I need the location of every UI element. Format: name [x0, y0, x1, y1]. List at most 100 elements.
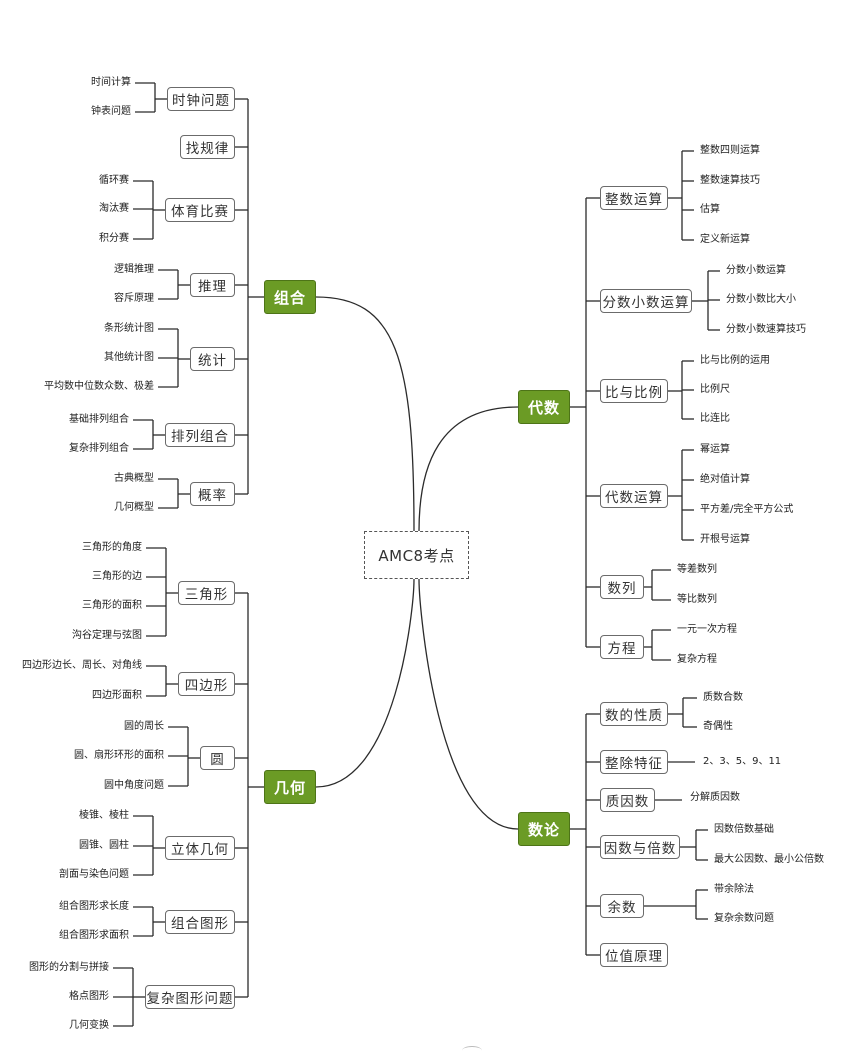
subtopic-leaf: 四边形边长、周长、对角线 [22, 660, 142, 671]
topic-node-number-theory-1: 整除特征 [600, 750, 668, 774]
topic-label: 分数小数运算 [602, 295, 690, 311]
subtopic-leaf: 等比数列 [677, 594, 717, 605]
subtopic-leaf: 组合图形求面积 [59, 930, 129, 941]
branch-label: 数论 [527, 820, 560, 839]
topic-node-combinatorics-1: 找规律 [180, 135, 235, 159]
topic-node-algebra-4: 数列 [600, 575, 644, 599]
topic-node-number-theory-4: 余数 [600, 894, 644, 918]
subtopic-leaf: 几何变换 [69, 1020, 109, 1031]
topic-node-number-theory-2: 质因数 [600, 788, 655, 812]
branch-node-algebra: 代数 [518, 390, 570, 424]
topic-label: 圆 [210, 752, 225, 768]
subtopic-leaf: 四边形面积 [92, 690, 142, 701]
subtopic-leaf: 比与比例的运用 [700, 355, 770, 366]
topic-node-combinatorics-2: 体育比赛 [165, 198, 235, 222]
topic-node-geometry-1: 四边形 [178, 672, 235, 696]
subtopic-leaf: 图形的分割与拼接 [29, 962, 109, 973]
subtopic-leaf: 棱锥、棱柱 [79, 810, 129, 821]
topic-node-algebra-1: 分数小数运算 [600, 289, 692, 313]
branch-node-combinatorics: 组合 [264, 280, 316, 314]
topic-label: 体育比赛 [171, 204, 229, 220]
subtopic-leaf: 奇偶性 [703, 721, 733, 732]
topic-node-geometry-4: 组合图形 [165, 910, 235, 934]
topic-label: 代数运算 [605, 490, 663, 506]
topic-label: 余数 [607, 900, 637, 916]
subtopic-leaf: 定义新运算 [700, 234, 750, 245]
curve-center-number-theory [418, 578, 519, 830]
topic-node-geometry-2: 圆 [200, 746, 235, 770]
subtopic-leaf: 复杂排列组合 [69, 443, 129, 454]
topic-node-geometry-5: 复杂图形问题 [145, 985, 235, 1009]
topic-node-combinatorics-3: 推理 [190, 273, 235, 297]
branch-node-geometry: 几何 [264, 770, 316, 804]
topic-label: 找规律 [185, 141, 230, 157]
subtopic-leaf: 剖面与染色问题 [59, 869, 129, 880]
topic-label: 比与比例 [605, 385, 663, 401]
topic-label: 时钟问题 [172, 93, 230, 109]
topic-node-combinatorics-5: 排列组合 [165, 423, 235, 447]
subtopic-leaf: 圆的周长 [124, 721, 164, 732]
subtopic-leaf: 条形统计图 [104, 323, 154, 334]
topic-label: 质因数 [605, 794, 650, 810]
subtopic-leaf: 基础排列组合 [69, 414, 129, 425]
subtopic-leaf: 带余除法 [714, 884, 754, 895]
topic-label: 统计 [198, 353, 227, 369]
branch-label: 代数 [527, 398, 560, 417]
curve-center-algebra [418, 406, 519, 532]
branch-node-number-theory: 数论 [518, 812, 570, 846]
topic-label: 整数运算 [605, 192, 663, 208]
subtopic-leaf: 钟表问题 [91, 106, 131, 117]
subtopic-leaf: 整数四则运算 [700, 145, 760, 156]
subtopic-leaf: 三角形的面积 [82, 600, 142, 611]
topic-node-algebra-0: 整数运算 [600, 186, 668, 210]
topic-node-combinatorics-6: 概率 [190, 482, 235, 506]
topic-label: 组合图形 [171, 916, 229, 932]
topic-label: 复杂图形问题 [146, 991, 234, 1007]
topic-label: 三角形 [184, 587, 229, 603]
subtopic-leaf: 古典概型 [114, 473, 154, 484]
subtopic-leaf: 等差数列 [677, 564, 717, 575]
topic-node-number-theory-0: 数的性质 [600, 702, 668, 726]
subtopic-leaf: 分数小数速算技巧 [726, 324, 806, 335]
topic-label: 数的性质 [605, 708, 663, 724]
topic-node-algebra-5: 方程 [600, 635, 644, 659]
subtopic-leaf: 组合图形求长度 [59, 901, 129, 912]
center-label: AMC8考点 [378, 546, 455, 565]
subtopic-leaf: 复杂方程 [677, 654, 717, 665]
topic-label: 排列组合 [171, 429, 229, 445]
subtopic-leaf: 平均数中位数众数、极差 [44, 381, 154, 392]
subtopic-leaf: 平方差/完全平方公式 [700, 504, 794, 515]
topic-node-algebra-2: 比与比例 [600, 379, 668, 403]
subtopic-leaf: 因数倍数基础 [714, 824, 774, 835]
topic-label: 数列 [607, 581, 637, 597]
subtopic-leaf: 一元一次方程 [677, 624, 737, 635]
scroll-hint-icon [462, 1046, 482, 1055]
subtopic-leaf: 几何概型 [114, 502, 154, 513]
subtopic-leaf: 分数小数比大小 [726, 294, 796, 305]
topic-label: 四边形 [184, 678, 229, 694]
subtopic-leaf: 开根号运算 [700, 534, 750, 545]
subtopic-leaf: 淘汰赛 [99, 203, 129, 214]
topic-node-algebra-3: 代数运算 [600, 484, 668, 508]
center-node: AMC8考点 [364, 531, 469, 579]
topic-node-number-theory-3: 因数与倍数 [600, 835, 680, 859]
topic-label: 位值原理 [605, 949, 663, 965]
subtopic-leaf: 三角形的边 [92, 571, 142, 582]
subtopic-leaf: 时间计算 [91, 77, 131, 88]
subtopic-leaf: 2、3、5、9、11 [703, 756, 782, 767]
subtopic-leaf: 容斥原理 [114, 293, 154, 304]
subtopic-leaf: 格点图形 [69, 991, 109, 1002]
subtopic-leaf: 复杂余数问题 [714, 913, 774, 924]
subtopic-leaf: 比例尺 [700, 384, 730, 395]
topic-label: 方程 [607, 641, 637, 657]
topic-label: 推理 [198, 279, 227, 295]
branch-label: 几何 [273, 778, 306, 797]
curve-center-geometry [315, 578, 415, 788]
subtopic-leaf: 三角形的角度 [82, 542, 142, 553]
subtopic-leaf: 圆、扇形环形的面积 [74, 750, 164, 761]
subtopic-leaf: 整数速算技巧 [700, 175, 760, 186]
topic-node-combinatorics-0: 时钟问题 [167, 87, 235, 111]
topic-node-geometry-3: 立体几何 [165, 836, 235, 860]
